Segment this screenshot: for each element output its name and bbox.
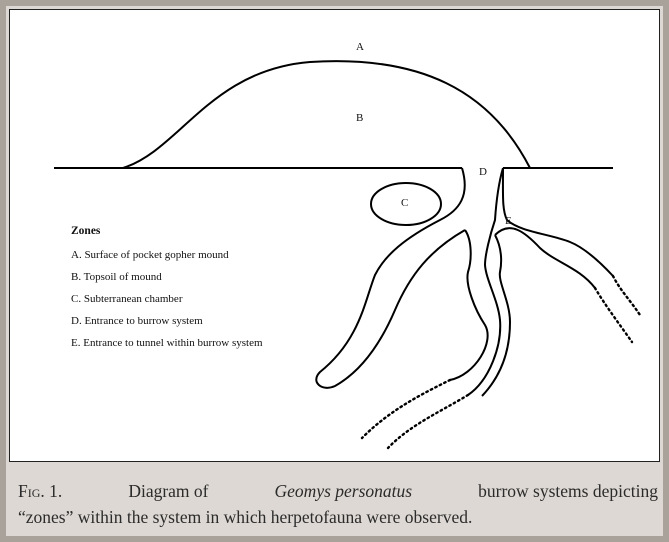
zone-label-e: E	[505, 215, 512, 227]
tunnel-center-left	[468, 168, 503, 395]
figure-caption: Fig. 1. Diagram of Geomys personatus bur…	[18, 478, 658, 530]
legend-item-e: E. Entrance to tunnel within burrow syst…	[71, 332, 263, 354]
caption-text-after: burrow systems depicting	[478, 478, 658, 504]
legend-item-b: B. Topsoil of mound	[71, 266, 263, 288]
figure-panel: A B C D E Zones A. Surface of pocket gop…	[9, 9, 660, 462]
dotted-continuation-left-1	[362, 380, 450, 438]
dotted-continuation-right-1	[613, 276, 640, 315]
zone-label-d: D	[479, 166, 487, 178]
zones-legend: Zones A. Surface of pocket gopher mound …	[71, 225, 263, 354]
caption-text-before: Diagram of	[128, 478, 208, 504]
caption-species: Geomys personatus	[275, 478, 413, 504]
mound-outline	[123, 61, 530, 168]
zone-label-b: B	[356, 112, 363, 124]
legend-item-c: C. Subterranean chamber	[71, 288, 263, 310]
caption-line-1: Fig. 1. Diagram of Geomys personatus bur…	[18, 478, 658, 504]
legend-item-d: D. Entrance to burrow system	[71, 310, 263, 332]
caption-line-2: “zones” within the system in which herpe…	[18, 504, 658, 530]
zone-label-a: A	[356, 41, 364, 53]
zone-label-c: C	[401, 197, 408, 209]
tunnel-right-lower	[495, 228, 595, 288]
legend-item-a: A. Surface of pocket gopher mound	[71, 244, 263, 266]
legend-title: Zones	[71, 225, 263, 237]
dotted-continuation-left-2	[388, 395, 468, 448]
tunnel-middle	[450, 230, 488, 380]
caption-fig-label: Fig. 1.	[18, 478, 62, 504]
tunnel-left-outer	[316, 168, 465, 388]
